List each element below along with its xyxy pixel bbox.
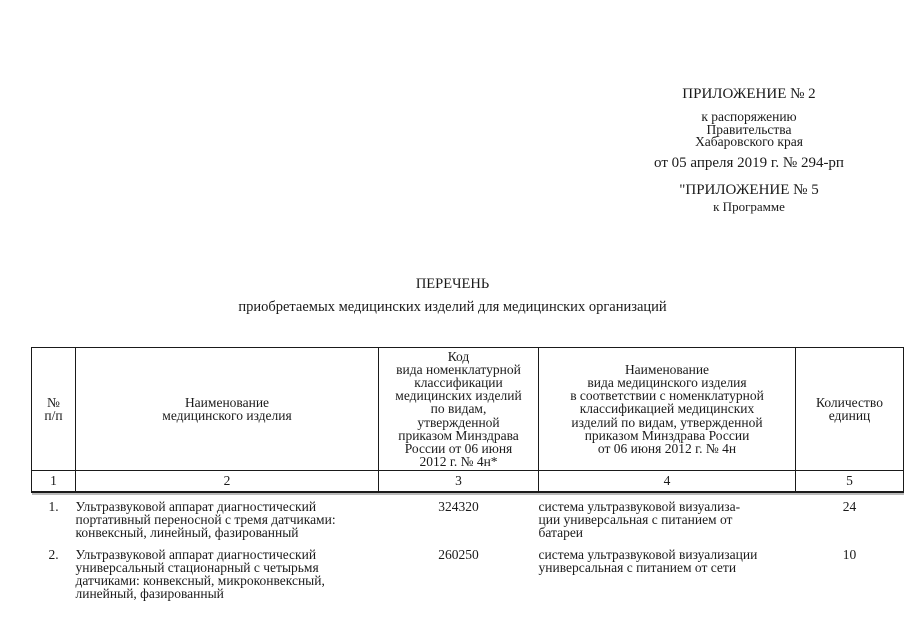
row-number: 1. <box>48 499 59 514</box>
column-number-1: 1 <box>31 470 76 493</box>
column-number-3: 3 <box>378 470 539 493</box>
col-header-device-name: Наименование медицинского изделия <box>75 347 379 471</box>
order-reference-line-3: Хабаровского края <box>695 134 803 149</box>
classification-code: 260250 <box>438 547 479 562</box>
table-row: 2. Ультразвуковой аппарат диагностически… <box>32 539 904 601</box>
col-header-device-type-name: Наименование вида медицинского изделия в… <box>538 347 796 471</box>
order-reference-line-2: Правительства <box>706 121 792 137</box>
col-header-classification-code: Код вида номенклатурной классификации ме… <box>378 347 539 471</box>
device-name: Ультразвуковой аппарат диагностический п… <box>75 499 336 540</box>
units-count: 10 <box>842 547 857 562</box>
program-reference-line: к Программе <box>713 198 785 214</box>
table-header-row: № п/п Наименование медицинского изделия … <box>31 347 904 471</box>
order-reference-line-1: к распоряжению <box>701 109 797 124</box>
device-type-name: система ультразвуковой визуализации унив… <box>538 547 758 575</box>
table-row: 1. Ультразвуковой аппарат диагностически… <box>32 492 904 540</box>
appendix-header: ПРИЛОЖЕНИЕ № 2 к распоряжению Правительс… <box>595 87 903 213</box>
column-number-4: 4 <box>538 470 796 493</box>
classification-code: 324320 <box>438 499 479 514</box>
column-number-5: 5 <box>795 470 904 493</box>
device-name: Ультразвуковой аппарат диагностический у… <box>75 547 325 601</box>
col-header-row-number: № п/п <box>31 347 76 471</box>
units-count: 24 <box>842 499 857 514</box>
order-date-line: от 05 апреля 2019 г. № 294-рп <box>654 154 844 171</box>
col-header-quantity: Количество единиц <box>795 347 904 471</box>
document-title-line-2: приобретаемых медицинских изделий для ме… <box>238 298 667 315</box>
column-numbers-row: 1 2 3 4 5 <box>31 470 904 493</box>
appendix-number-line: ПРИЛОЖЕНИЕ № 2 <box>682 86 816 102</box>
column-number-2: 2 <box>75 470 379 493</box>
medical-devices-table: № п/п Наименование медицинского изделия … <box>31 347 904 600</box>
appendix5-number-line: "ПРИЛОЖЕНИЕ № 5 <box>679 181 819 198</box>
device-type-name: система ультразвуковой визуализа- ции ун… <box>538 499 741 540</box>
document-title-line-1: ПЕРЕЧЕНЬ <box>415 276 490 292</box>
document-title: ПЕРЕЧЕНЬ приобретаемых медицинских издел… <box>0 277 905 314</box>
row-number: 2. <box>48 547 59 562</box>
